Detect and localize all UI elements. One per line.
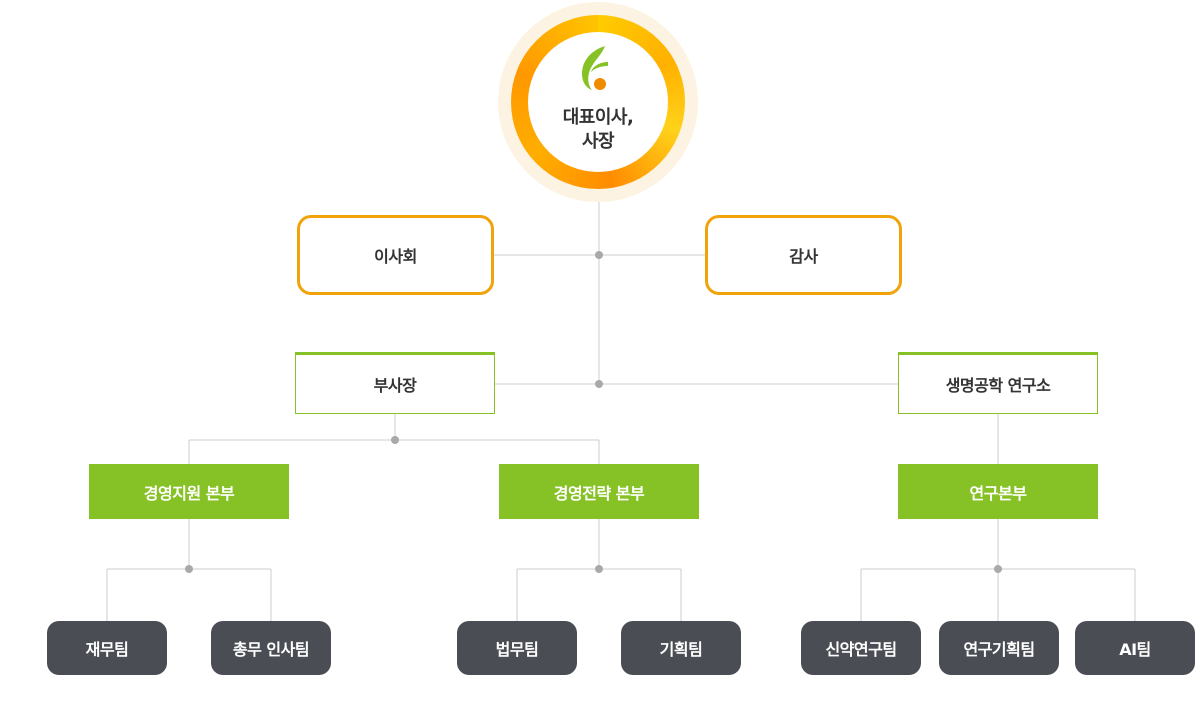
ceo-title-line1: 대표이사, bbox=[562, 107, 634, 128]
junction-dot bbox=[595, 251, 603, 259]
legal-team: 법무팀 bbox=[457, 621, 577, 675]
management-support-division: 경영지원 본부 bbox=[89, 464, 289, 519]
management-strategy-division: 경영전략 본부 bbox=[499, 464, 699, 519]
leaf-logo-icon bbox=[582, 46, 608, 90]
new-drug-research-team: 신약연구팀 bbox=[801, 621, 921, 675]
junction-dot bbox=[185, 565, 193, 573]
vice-president-node: 부사장 bbox=[295, 352, 495, 414]
finance-team: 재무팀 bbox=[47, 621, 167, 675]
research-planning-team: 연구기획팀 bbox=[939, 621, 1059, 675]
audit-node: 감사 bbox=[705, 215, 902, 295]
ceo-title: 대표이사, 사장 bbox=[528, 106, 668, 154]
ceo-title-line2: 사장 bbox=[581, 131, 615, 152]
junction-dot bbox=[391, 436, 399, 444]
junction-dot bbox=[595, 380, 603, 388]
junction-dot bbox=[595, 565, 603, 573]
research-division: 연구본부 bbox=[898, 464, 1098, 519]
ai-team: AI팀 bbox=[1075, 621, 1195, 675]
bio-institute-node: 생명공학 연구소 bbox=[898, 352, 1098, 414]
general-hr-team: 총무 인사팀 bbox=[211, 621, 331, 675]
board-node: 이사회 bbox=[297, 215, 494, 295]
junction-dot bbox=[994, 565, 1002, 573]
planning-team: 기획팀 bbox=[621, 621, 741, 675]
